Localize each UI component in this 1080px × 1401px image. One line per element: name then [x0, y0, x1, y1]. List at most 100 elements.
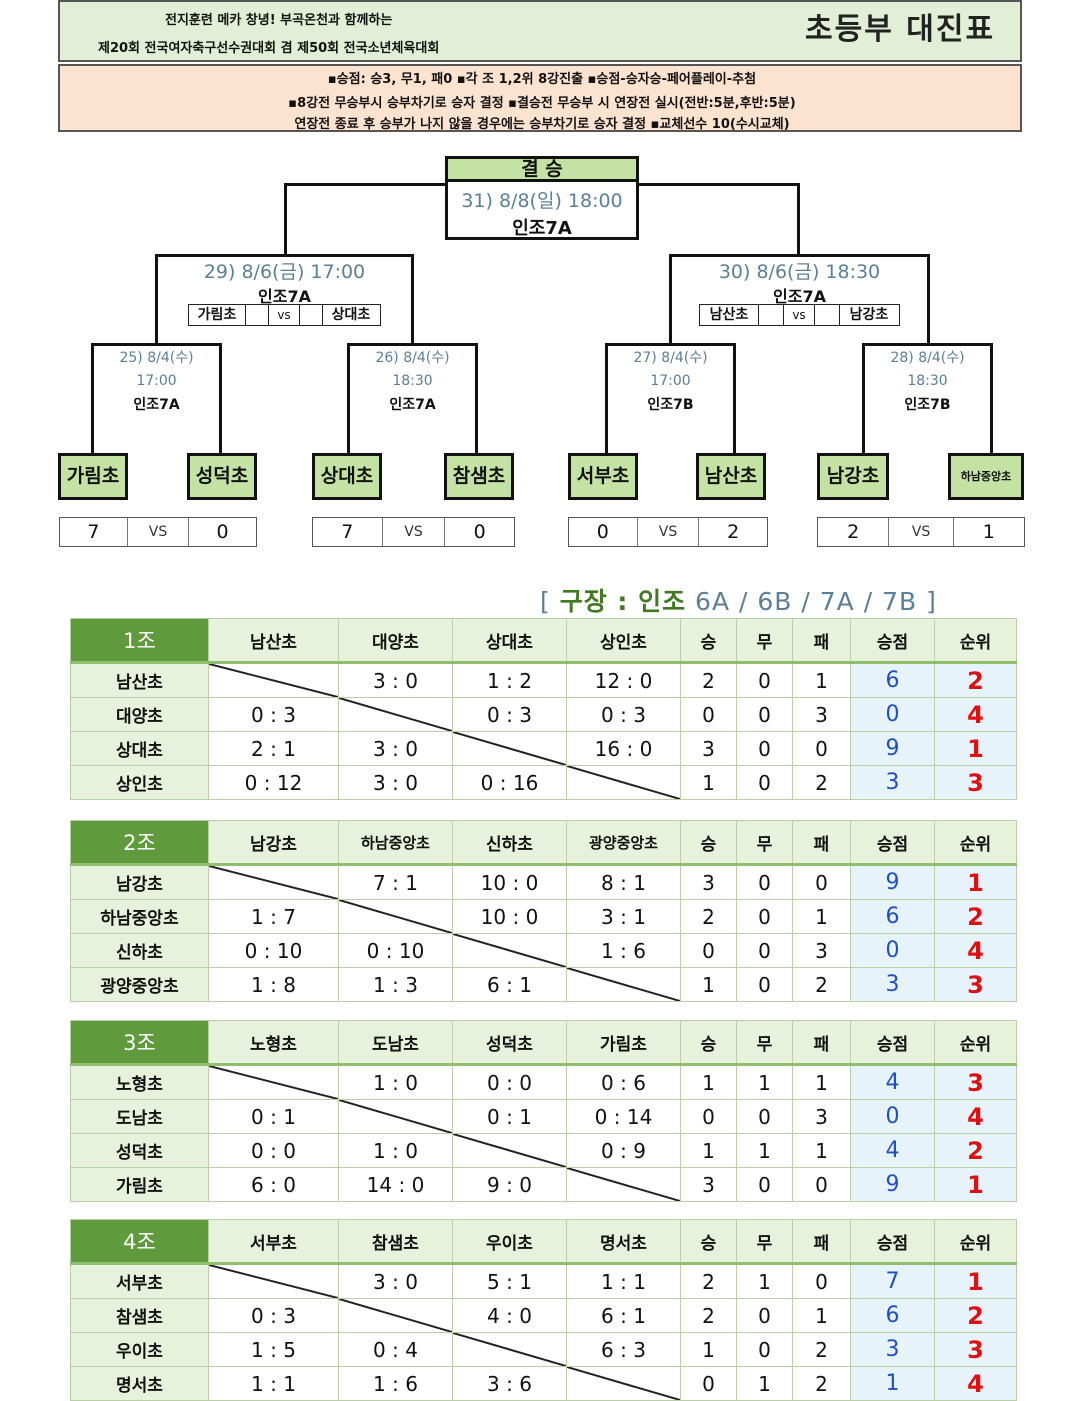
- column-header: 승점: [850, 618, 935, 664]
- team-box: 참샘초: [444, 453, 514, 500]
- semi2-venue: 인조7A: [773, 287, 826, 306]
- column-header: 우이초: [452, 1219, 567, 1265]
- losses-cell: 0: [792, 1263, 851, 1299]
- wins-cell: 3: [680, 864, 737, 900]
- match-result-cell: 0 : 14: [566, 1099, 681, 1134]
- row-team-name: 남산초: [70, 662, 209, 698]
- row-team-name: 명서초: [70, 1366, 209, 1401]
- match-result-cell: 0 : 1: [208, 1099, 339, 1134]
- column-header: 노형초: [208, 1020, 339, 1066]
- match-result-cell: 1 : 8: [208, 967, 339, 1002]
- wins-cell: 1: [680, 1332, 737, 1367]
- row-team-name: 상인초: [70, 765, 209, 800]
- match-result-cell: 1 : 5: [208, 1332, 339, 1367]
- match-result-cell: 12 : 0: [566, 662, 681, 698]
- column-header: 순위: [934, 618, 1017, 664]
- diagonal-line: [453, 934, 566, 967]
- team-box: 하남중앙초: [948, 453, 1024, 500]
- match-result-cell: 3 : 6: [452, 1366, 567, 1401]
- wins-cell: 2: [680, 662, 737, 698]
- match-result-cell: 0 : 16: [452, 765, 567, 800]
- score-right: 1: [982, 521, 995, 543]
- match-result-cell: 3 : 0: [338, 765, 453, 800]
- draws-cell: 0: [736, 1332, 793, 1367]
- semi1-venue: 인조7A: [258, 287, 311, 306]
- draws-cell: 1: [736, 1366, 793, 1401]
- column-header: 신하초: [452, 820, 567, 866]
- qf3-score: 0 VS 2: [568, 517, 768, 547]
- points-cell: 6: [850, 899, 935, 934]
- row-team-name: 참샘초: [70, 1298, 209, 1333]
- wins-cell: 0: [680, 697, 737, 732]
- row-team-name: 도남초: [70, 1099, 209, 1134]
- self-match-cell: [208, 1064, 339, 1100]
- losses-cell: 1: [792, 1064, 851, 1100]
- qf3-date: 27) 8/4(수): [633, 350, 708, 366]
- diagonal-line: [567, 1168, 680, 1201]
- match-result-cell: 0 : 12: [208, 765, 339, 800]
- self-match-cell: [208, 864, 339, 900]
- rank-cell: 3: [934, 765, 1017, 800]
- score-right: 2: [727, 521, 740, 543]
- score-vs: VS: [128, 518, 190, 546]
- qf2-score: 7 VS 0: [312, 517, 515, 547]
- draws-cell: 0: [736, 731, 793, 766]
- header-banner: [58, 0, 1022, 62]
- self-match-cell: [452, 933, 567, 968]
- draws-cell: 0: [736, 1167, 793, 1202]
- match-result-cell: 3 : 1: [566, 899, 681, 934]
- column-header: 상인초: [566, 618, 681, 664]
- points-cell: 0: [850, 697, 935, 732]
- draws-cell: 0: [736, 765, 793, 800]
- rank-cell: 4: [934, 1099, 1017, 1134]
- row-team-name: 우이초: [70, 1332, 209, 1367]
- diagonal-line: [209, 1066, 338, 1099]
- diagonal-line: [209, 664, 338, 697]
- column-header: 순위: [934, 1219, 1017, 1265]
- match-result-cell: 10 : 0: [452, 899, 567, 934]
- points-cell: 9: [850, 731, 935, 766]
- semi1-team1: 가림초: [189, 305, 246, 325]
- score-vs: VS: [889, 518, 954, 546]
- page-title: 초등부 대진표: [805, 12, 996, 47]
- rule-line-3: 연장전 종료 후 승부가 나지 않을 경우에는 승부차기로 승자 결정 ▪교체선…: [294, 117, 790, 132]
- points-cell: 9: [850, 1167, 935, 1202]
- match-result-cell: 6 : 0: [208, 1167, 339, 1202]
- self-match-cell: [566, 765, 681, 800]
- rank-cell: 4: [934, 1366, 1017, 1401]
- rule-line-1: ▪승점: 승3, 무1, 패0 ▪각 조 1,2위 8강진출 ▪승점-승자승-페…: [327, 72, 757, 87]
- rank-cell: 1: [934, 731, 1017, 766]
- draws-cell: 1: [736, 1133, 793, 1168]
- tournament-name: 제20회 전국여자축구선수권대회 겸 제50회 전국소년체육대회: [98, 41, 440, 56]
- match-result-cell: 0 : 10: [208, 933, 339, 968]
- column-header: 승: [680, 1020, 737, 1066]
- match-result-cell: 8 : 1: [566, 864, 681, 900]
- column-header: 무: [736, 1020, 793, 1066]
- rank-cell: 1: [934, 1167, 1017, 1202]
- self-match-cell: [452, 731, 567, 766]
- draws-cell: 0: [736, 864, 793, 900]
- match-result-cell: 6 : 1: [452, 967, 567, 1002]
- match-result-cell: 1 : 2: [452, 662, 567, 698]
- losses-cell: 3: [792, 697, 851, 732]
- column-header: 패: [792, 1219, 851, 1265]
- group-name: 3조: [70, 1020, 209, 1066]
- match-result-cell: 0 : 6: [566, 1064, 681, 1100]
- diagonal-line: [339, 900, 452, 933]
- points-cell: 4: [850, 1064, 935, 1100]
- semi1-vs: vs: [269, 305, 300, 325]
- semi1-time: 29) 8/6(금) 17:00: [203, 261, 366, 283]
- match-result-cell: 1 : 0: [338, 1133, 453, 1168]
- semi2-time: 30) 8/6(금) 18:30: [718, 261, 881, 283]
- match-result-cell: 0 : 10: [338, 933, 453, 968]
- points-cell: 3: [850, 1332, 935, 1367]
- rank-cell: 2: [934, 899, 1017, 934]
